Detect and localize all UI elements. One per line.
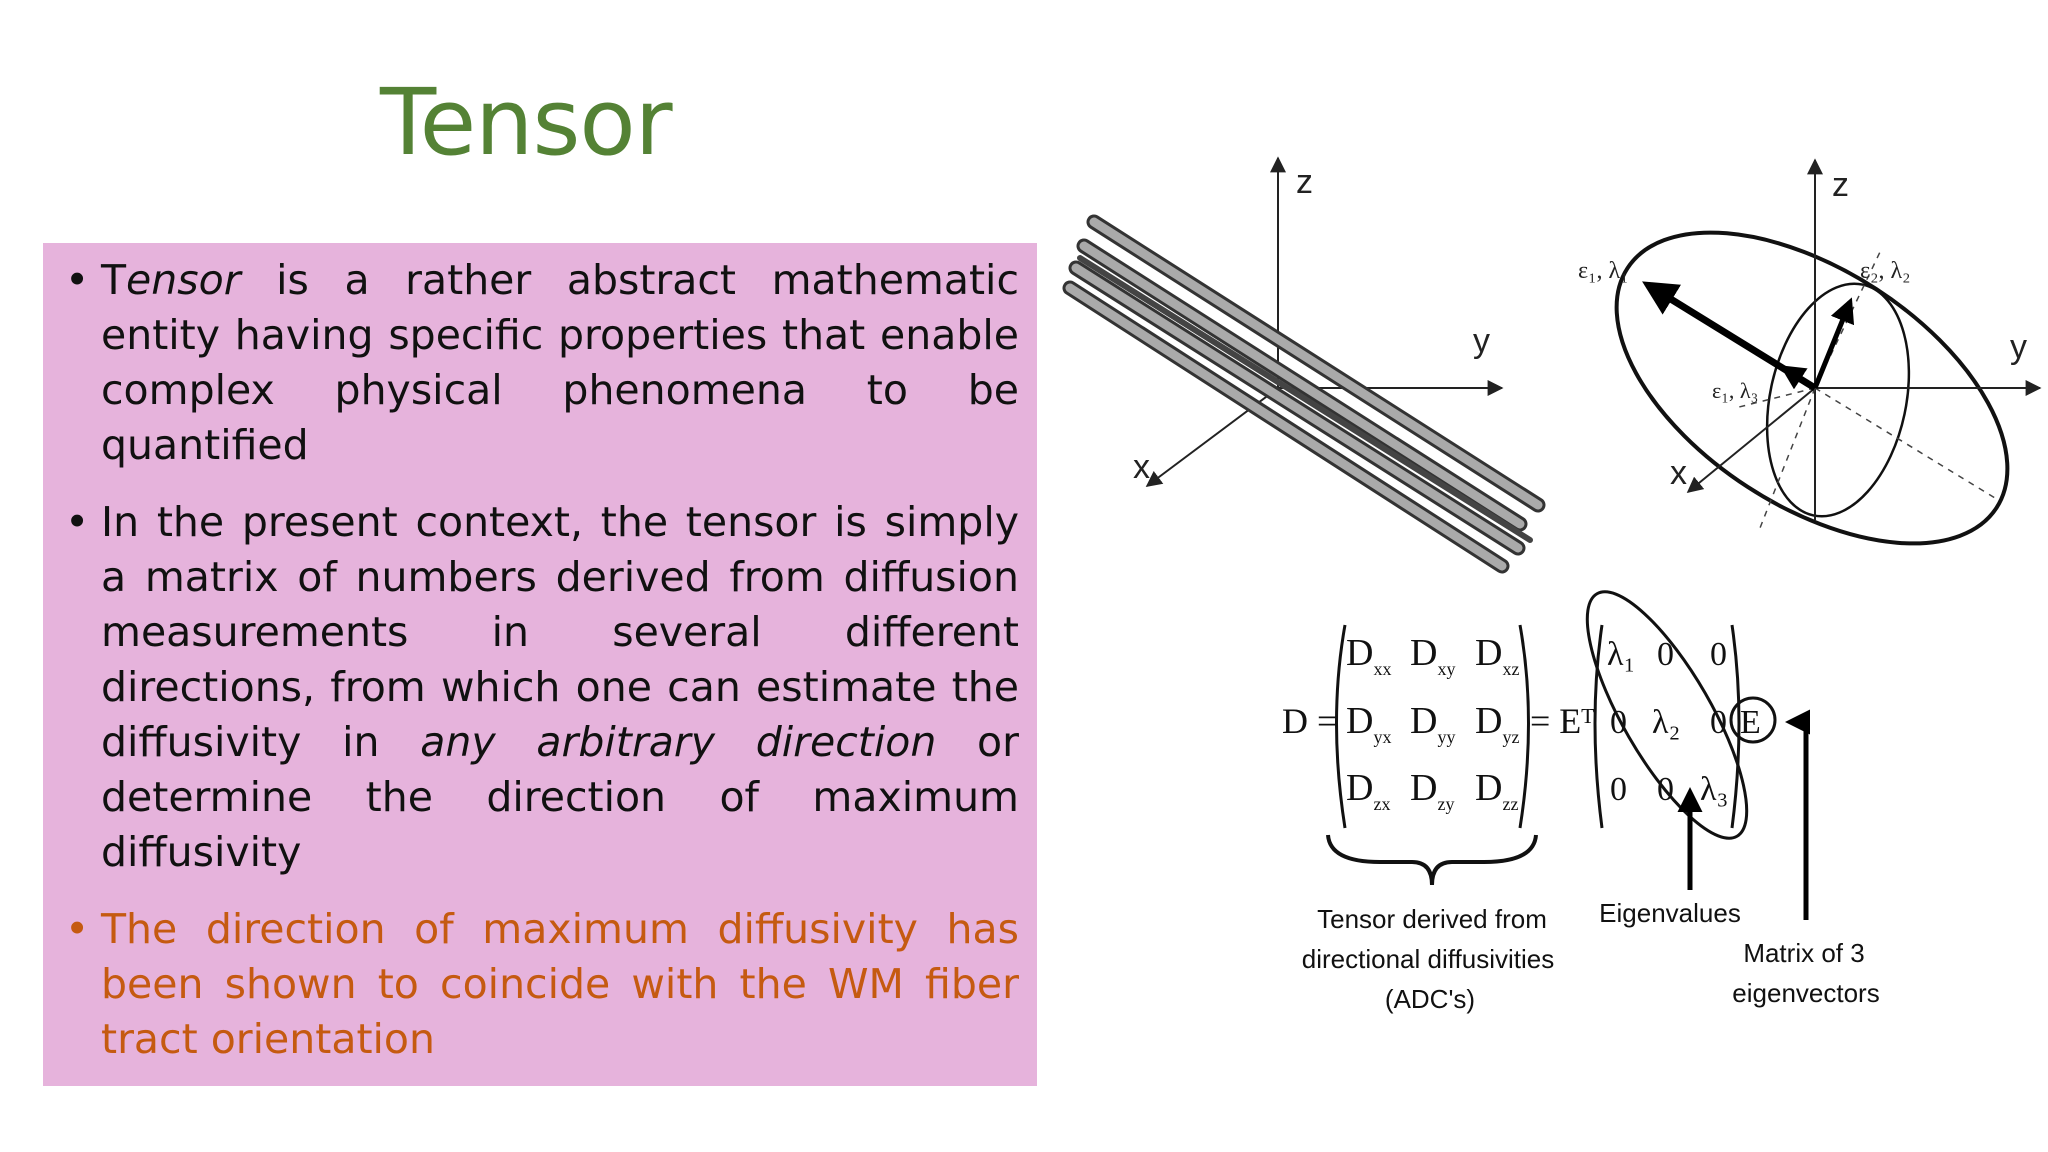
ellipsoid-diagram: z y x ε₁, λ₁ ε₂, λ₂ ε₁, λ₃ xyxy=(1578,158,2042,546)
eigenvalues-caption: Eigenvalues xyxy=(1599,898,1741,928)
zero-cell: 0 xyxy=(1610,771,1627,808)
zero-cell: 0 xyxy=(1710,636,1727,673)
bullet-list: Tensor is a rather abstract mathematic e… xyxy=(61,253,1019,1067)
eigenvectors-caption-line-2: eigenvectors xyxy=(1732,978,1879,1008)
bullet-textbox: Tensor is a rather abstract mathematic e… xyxy=(43,243,1037,1086)
matrix-lhs: D = xyxy=(1282,701,1337,741)
bullet-item-1: Tensor is a rather abstract mathematic e… xyxy=(61,253,1019,473)
lambda-2: λ₂ xyxy=(1652,704,1680,741)
zero-cell: 0 xyxy=(1710,704,1727,741)
tensor-caption-line-3: (ADC's) xyxy=(1385,984,1475,1014)
tensor-cell: Dzx xyxy=(1346,767,1390,814)
bullet-text: T xyxy=(101,256,127,304)
tensor-caption-line-1: Tensor derived from xyxy=(1317,904,1547,934)
bullet-text: The direction of maximum diffusivity has… xyxy=(101,905,1019,1063)
bullet-italic-text: any arbitrary direction xyxy=(420,718,937,766)
eigen-label-1: ε₁, λ₁ xyxy=(1578,258,1628,284)
bullet-item-2: In the present context, the tensor is si… xyxy=(61,495,1019,880)
bullet-text: In the present context, the tensor is si… xyxy=(101,498,1019,766)
slide-title: Tensor xyxy=(380,69,673,176)
fiber-diagram: z y x xyxy=(1062,156,1546,574)
e-letter: E xyxy=(1740,704,1761,741)
ellipsoid-cross-section xyxy=(1765,282,1911,518)
z-label-right: z xyxy=(1832,166,1849,204)
tensor-figure: z y x z y x ε₁, λ₁ ε₂, λ₂ xyxy=(1062,156,2042,1014)
x-label-right: x xyxy=(1670,454,1687,492)
tensor-cell: Dyy xyxy=(1410,700,1455,747)
tensor-matrix: Dxx Dxy Dxz Dyx Dyy Dyz Dzx Dzy Dzz xyxy=(1346,632,1519,814)
zero-cell: 0 xyxy=(1657,771,1674,808)
lambda-3: λ₃ xyxy=(1700,771,1728,808)
bullet-italic-text: ensor xyxy=(126,256,241,304)
e-circle xyxy=(1729,696,1777,744)
tensor-cell: Dzy xyxy=(1410,767,1454,814)
figure-captions: Tensor derived from directional diffusiv… xyxy=(1302,898,1880,1014)
tensor-cell: Dxy xyxy=(1410,632,1455,679)
x-axis-right xyxy=(1686,387,1816,494)
eigenvector-3 xyxy=(1779,365,1817,391)
fiber-bundle xyxy=(1062,214,1546,574)
x-label-left: x xyxy=(1133,448,1150,486)
eigenvector-arrow xyxy=(1785,709,1810,920)
y-label-right: y xyxy=(2010,328,2027,366)
bullet-text: or determine the direction of maximum di… xyxy=(101,718,1020,876)
tensor-cell: Dyz xyxy=(1475,700,1519,747)
tensor-cell: Dxz xyxy=(1475,632,1519,679)
eigen-label-2: ε₂, λ₂ xyxy=(1860,258,1910,284)
tensor-caption-line-2: directional diffusivities xyxy=(1302,944,1554,974)
bullet-item-3: The direction of maximum diffusivity has… xyxy=(61,902,1019,1067)
bullet-text: is a rather abstract mathematic entity h… xyxy=(101,256,1019,469)
matrix-equation: D = Dxx Dxy Dxz Dyx Dyy Dyz Dzx Dzy Dzz … xyxy=(1282,590,1810,920)
eigenvectors-caption-line-1: Matrix of 3 xyxy=(1743,938,1864,968)
eigen-label-3: ε₁, λ₃ xyxy=(1712,378,1758,403)
tensor-cell: Dzz xyxy=(1475,767,1518,814)
eigenvalue-matrix: λ₁ 0 0 0 λ₂ 0 0 0 λ₃ xyxy=(1607,636,1728,808)
y-label-left: y xyxy=(1473,322,1490,360)
tensor-cell: Dyx xyxy=(1346,700,1391,747)
diagonal-ellipse xyxy=(1585,590,1749,840)
z-label-left: z xyxy=(1296,163,1313,201)
tensor-brace xyxy=(1326,834,1538,886)
tensor-cell: Dxx xyxy=(1346,632,1391,679)
eq-et: = Eᵀ xyxy=(1530,701,1594,741)
zero-cell: 0 xyxy=(1657,636,1674,673)
eigenvector-2 xyxy=(1812,297,1855,389)
zero-cell: 0 xyxy=(1610,704,1627,741)
lambda-1: λ₁ xyxy=(1607,636,1635,673)
